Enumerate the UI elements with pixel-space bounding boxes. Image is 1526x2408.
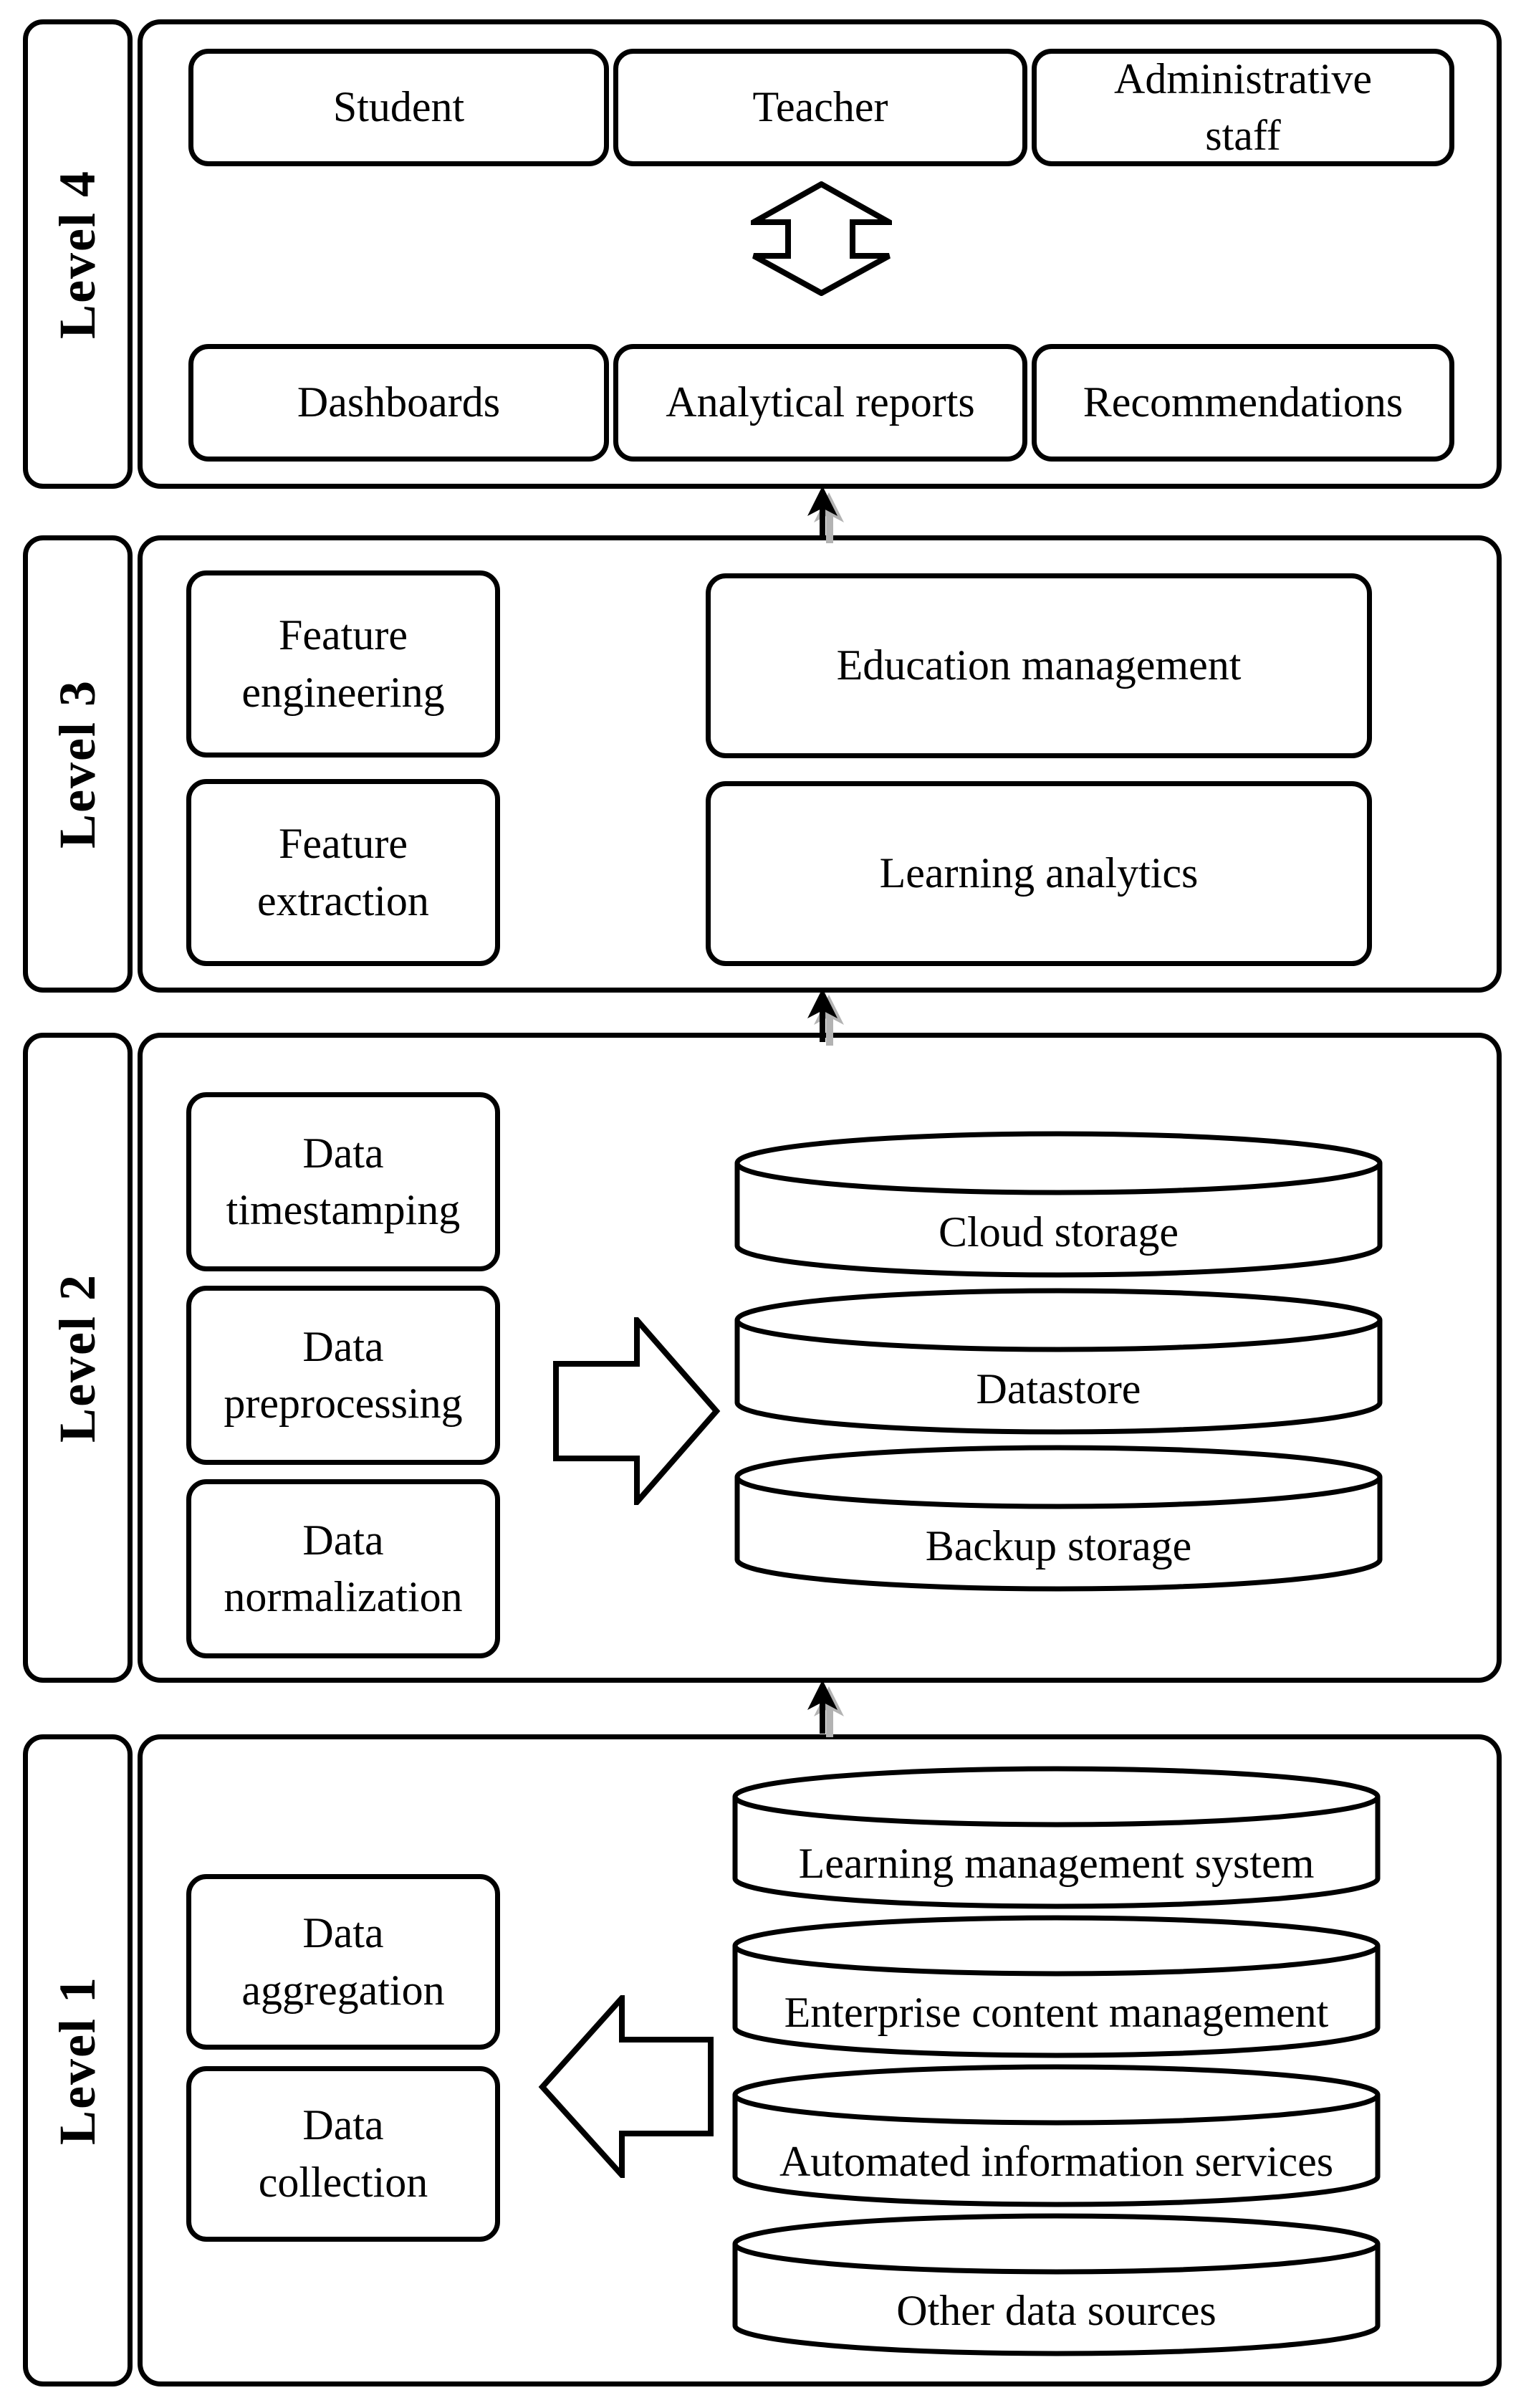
level2-label: Level 2 [49,1273,106,1443]
node-administrative-staff: Administrative staff [1032,49,1454,166]
cylinder-datastore: Datastore [734,1288,1383,1435]
level3-sidebar: Level 3 [23,535,133,993]
node-data-normalization-label: Data normalization [224,1516,463,1620]
double-vertical-arrow-icon [751,181,892,296]
node-feature-extraction: Feature extraction [186,779,500,966]
node-analytical-reports: Analytical reports [613,344,1027,462]
node-feature-extraction-label: Feature extraction [257,820,429,924]
node-administrative-staff-label: Administrative staff [1114,54,1372,159]
up-arrow-icon [807,486,844,543]
node-teacher: Teacher [613,49,1027,166]
node-education-management: Education management [706,573,1372,758]
cylinder-learning-management-system-label: Learning management system [798,1839,1315,1887]
right-block-arrow-icon [553,1317,721,1505]
left-block-arrow-icon [538,1995,714,2178]
node-education-management-label: Education management [836,641,1242,689]
level4-label: Level 4 [49,169,106,339]
up-arrow-icon [807,1680,844,1737]
node-analytical-reports-label: Analytical reports [666,378,975,426]
cylinder-backup-storage-label: Backup storage [925,1521,1192,1570]
node-student: Student [188,49,609,166]
cylinder-automated-information-services-label: Automated information services [779,2137,1334,2185]
cylinder-automated-information-services: Automated information services [732,2064,1381,2207]
node-recommendations-label: Recommendations [1083,378,1403,426]
cylinder-learning-management-system: Learning management system [732,1766,1381,1909]
up-arrow-icon [807,988,844,1046]
node-feature-engineering: Feature engineering [186,570,500,758]
database-cylinder-icon [732,2213,1381,2356]
node-student-label: Student [332,83,465,131]
cylinder-other-data-sources: Other data sources [732,2213,1381,2356]
cylinder-datastore-label: Datastore [976,1365,1141,1413]
level2-sidebar: Level 2 [23,1033,133,1683]
node-feature-engineering-label: Feature engineering [241,611,445,716]
node-dashboards: Dashboards [188,344,609,462]
level1-label: Level 1 [49,1976,106,2145]
node-data-collection: Data collection [186,2066,500,2242]
node-teacher-label: Teacher [752,83,888,131]
node-learning-analytics: Learning analytics [706,781,1372,966]
node-data-preprocessing: Data preprocessing [186,1286,500,1465]
node-data-aggregation: Data aggregation [186,1874,500,2050]
node-data-preprocessing-label: Data preprocessing [224,1322,463,1427]
database-cylinder-icon [734,1445,1383,1592]
node-data-timestamping: Data timestamping [186,1092,500,1271]
cylinder-backup-storage: Backup storage [734,1445,1383,1592]
cylinder-enterprise-content-management: Enterprise content management [732,1915,1381,2058]
database-cylinder-icon [734,1288,1383,1435]
cylinder-enterprise-content-management-label: Enterprise content management [784,1988,1329,2036]
level3-label: Level 3 [49,679,106,849]
node-data-collection-label: Data collection [258,2101,428,2206]
cylinder-cloud-storage-label: Cloud storage [939,1208,1179,1256]
node-learning-analytics-label: Learning analytics [879,849,1199,897]
node-data-aggregation-label: Data aggregation [241,1909,445,2014]
node-recommendations: Recommendations [1032,344,1454,462]
database-cylinder-icon [732,1766,1381,1909]
cylinder-other-data-sources-label: Other data sources [896,2286,1217,2334]
node-data-timestamping-label: Data timestamping [226,1129,461,1233]
database-cylinder-icon [734,1131,1383,1278]
level4-sidebar: Level 4 [23,19,133,489]
database-cylinder-icon [732,2064,1381,2207]
node-data-normalization: Data normalization [186,1479,500,1658]
cylinder-cloud-storage: Cloud storage [734,1131,1383,1278]
database-cylinder-icon [732,1915,1381,2058]
node-dashboards-label: Dashboards [297,378,501,426]
level1-sidebar: Level 1 [23,1734,133,2386]
